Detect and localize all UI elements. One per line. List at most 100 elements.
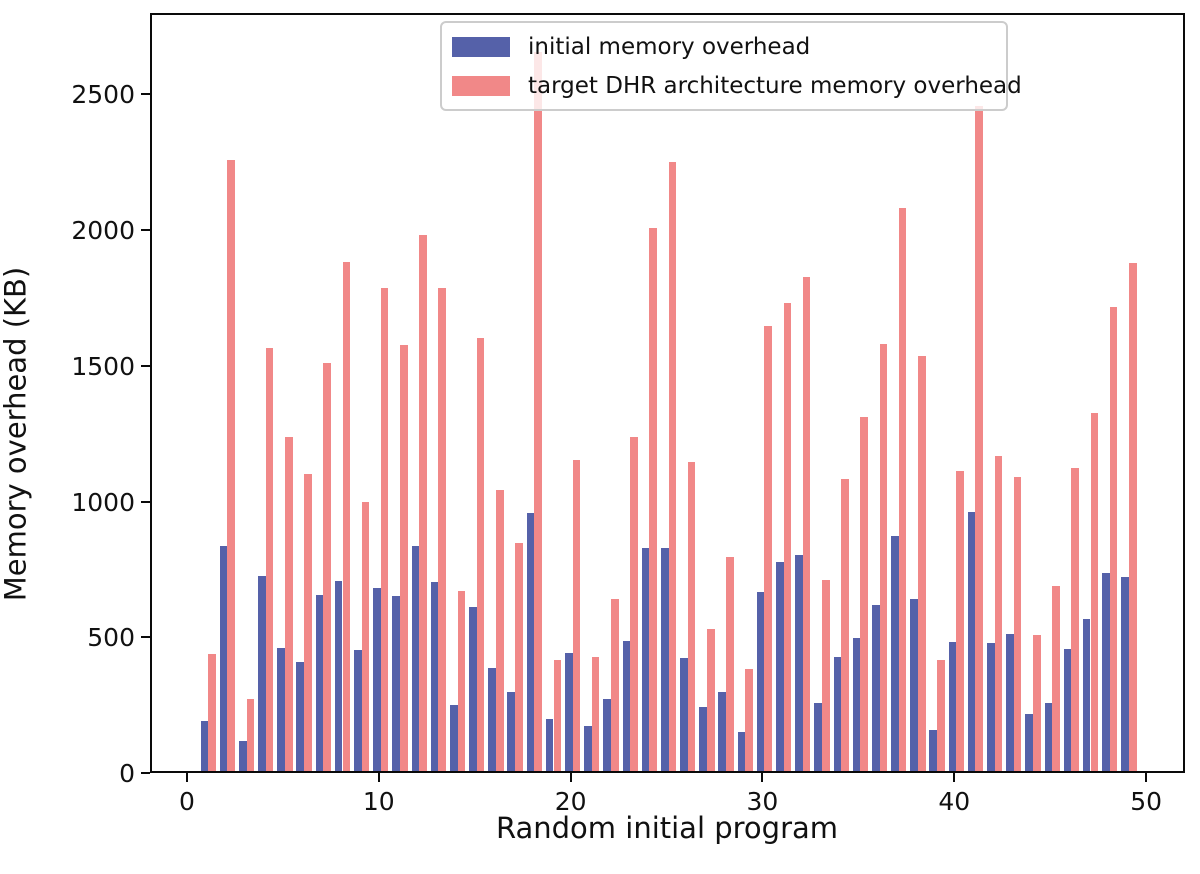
bar-target-4: [265, 347, 274, 771]
y-tick-label-2000: 2000: [71, 216, 135, 246]
legend-item-initial: initial memory overhead: [452, 27, 996, 66]
bar-target-42: [994, 456, 1003, 771]
bar-target-5: [284, 437, 293, 771]
bar-target-43: [1013, 476, 1022, 771]
bar-target-37: [898, 207, 907, 771]
bar-initial-31: [776, 562, 784, 771]
bar-initial-39: [929, 730, 938, 771]
bar-target-24: [649, 228, 658, 771]
x-axis-label: Random initial program: [495, 811, 839, 845]
bar-target-3: [246, 699, 255, 771]
bar-target-45: [1052, 586, 1060, 771]
bar-initial-28: [718, 692, 727, 771]
bar-initial-46: [1063, 648, 1072, 771]
bar-initial-25: [660, 548, 669, 771]
bar-initial-24: [641, 548, 650, 771]
bar-target-26: [687, 461, 696, 771]
legend-item-target: target DHR architecture memory overhead: [452, 66, 1022, 105]
bar-initial-5: [277, 647, 285, 771]
bar-target-14: [457, 590, 466, 771]
y-tick-2000: [141, 229, 150, 232]
bar-target-6: [304, 473, 312, 771]
bar-initial-33: [814, 703, 822, 771]
bar-initial-30: [756, 591, 765, 771]
x-tick-20: [569, 773, 572, 782]
bar-initial-14: [449, 704, 458, 771]
bar-target-20: [572, 460, 581, 771]
bar-target-41: [975, 106, 984, 771]
y-tick-500: [141, 636, 150, 639]
x-tick-50: [1145, 773, 1148, 782]
bar-initial-38: [910, 598, 918, 771]
y-tick-label-0: 0: [119, 759, 135, 788]
bar-target-40: [956, 471, 964, 771]
bar-initial-7: [315, 594, 324, 771]
bar-initial-18: [526, 513, 535, 771]
bar-target-44: [1033, 635, 1041, 771]
bar-target-18: [534, 51, 542, 771]
bar-target-39: [937, 659, 945, 771]
bar-target-11: [400, 344, 408, 771]
bar-initial-47: [1082, 619, 1091, 771]
bar-target-13: [438, 287, 447, 771]
bar-initial-37: [891, 536, 899, 771]
bar-initial-3: [238, 741, 247, 771]
bar-target-15: [476, 338, 485, 771]
bar-initial-27: [699, 707, 707, 771]
bar-initial-8: [334, 581, 343, 771]
bar-initial-41: [967, 511, 976, 771]
bar-target-2: [227, 160, 236, 771]
legend-swatch-red: [452, 75, 510, 96]
bar-initial-15: [469, 606, 477, 771]
bar-target-1: [208, 654, 216, 771]
y-tick-2500: [141, 93, 150, 96]
bar-initial-43: [1006, 633, 1014, 771]
bar-initial-36: [871, 605, 880, 771]
y-tick-label-500: 500: [87, 623, 135, 653]
bar-initial-34: [833, 657, 842, 771]
bar-target-31: [783, 302, 792, 771]
bar-target-8: [342, 262, 351, 771]
bar-initial-4: [258, 575, 266, 771]
bar-initial-32: [795, 555, 803, 771]
bar-initial-45: [1044, 703, 1053, 771]
bar-target-17: [515, 543, 523, 771]
x-tick-10: [377, 773, 380, 782]
bar-initial-20: [565, 652, 573, 771]
plot-area: [150, 13, 1185, 773]
bar-initial-9: [354, 650, 362, 771]
x-tick-label-20: 20: [554, 787, 587, 816]
bar-target-10: [380, 287, 389, 771]
y-tick-label-1500: 1500: [71, 351, 135, 381]
bar-initial-22: [603, 699, 611, 771]
bar-initial-13: [430, 582, 439, 771]
bar-target-16: [495, 490, 504, 771]
y-tick-label-1000: 1000: [71, 487, 135, 517]
legend-swatch-blue: [452, 36, 510, 57]
bar-initial-49: [1121, 576, 1129, 771]
bar-initial-16: [488, 667, 496, 771]
bar-initial-21: [584, 726, 592, 771]
bar-initial-19: [545, 719, 554, 771]
bar-target-49: [1128, 263, 1137, 771]
legend-label-target: target DHR architecture memory overhead: [528, 72, 1022, 99]
bar-initial-29: [737, 731, 746, 771]
bar-initial-44: [1025, 714, 1033, 771]
bar-target-33: [822, 579, 830, 771]
legend: initial memory overhead target DHR archi…: [440, 21, 1022, 111]
bar-target-29: [745, 669, 753, 771]
bar-initial-10: [373, 587, 381, 771]
bar-initial-35: [852, 638, 861, 771]
y-tick-1500: [141, 364, 150, 367]
bar-target-25: [668, 161, 677, 771]
y-tick-label-2500: 2500: [71, 80, 135, 110]
bar-target-19: [553, 659, 562, 771]
bar-initial-48: [1102, 572, 1110, 771]
bar-initial-23: [622, 640, 631, 771]
bar-target-48: [1109, 306, 1118, 771]
bar-initial-11: [392, 595, 400, 771]
bar-target-46: [1071, 468, 1079, 771]
bar-initial-2: [219, 545, 228, 771]
x-tick-30: [761, 773, 764, 782]
